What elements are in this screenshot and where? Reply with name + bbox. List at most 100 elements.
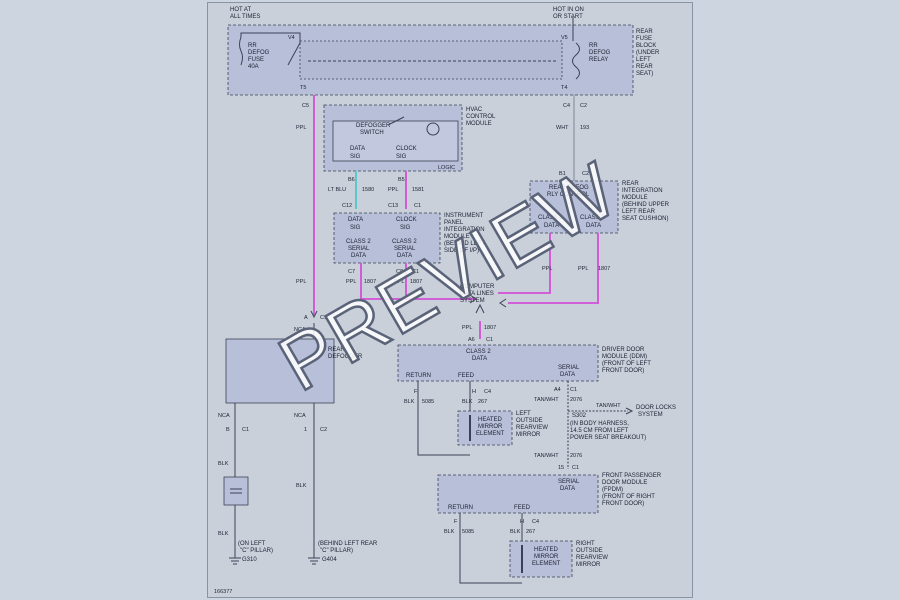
wire-1807-label-c: 1807 [598, 266, 610, 272]
c13-label: C13 [388, 203, 398, 209]
class2-label-b: CLASS 2 SERIAL DATA [392, 239, 418, 259]
relay-contact-area [299, 40, 563, 80]
ground-symbol-g310 [229, 557, 241, 565]
wire-2076-label-b: 2076 [570, 453, 582, 459]
rear-integration-module [529, 180, 619, 234]
v5-label: V5 [561, 35, 568, 41]
f-label-b: F [454, 519, 458, 525]
fuse-feed-wire [240, 32, 301, 43]
rear-defogger-label: REAR DEFOGGER [328, 347, 363, 360]
clock-sig-label-a: CLOCK SIG [396, 146, 418, 160]
g310-label: (ON LEFT "C" PILLAR) G310 [238, 541, 275, 563]
ppl-label-main: PPL [296, 279, 306, 285]
fpdm-label: FRONT PASSENGER DOOR MODULE (FPDM) (FRON… [602, 473, 663, 507]
ddm-return-wire [417, 381, 470, 456]
wire-1807-label-a: 1807 [364, 279, 376, 285]
c4-label: C4 [563, 103, 570, 109]
ipim-label: INSTRUMENT PANEL INTEGRATION MODULE (BEH… [444, 213, 487, 254]
wire-1580-label: 1580 [362, 187, 374, 193]
c1-label-g: C1 [242, 427, 249, 433]
tan-wht-label-a: TAN/WHT [534, 397, 559, 403]
wire-267-label-b: 267 [526, 529, 535, 535]
wire-193-label: 193 [580, 125, 589, 131]
ppl-label-f: PPL [578, 266, 588, 272]
computer-data-arrow-right [499, 298, 507, 308]
return-label-a: RETURN [406, 373, 431, 379]
relay-switch-arm [287, 42, 301, 66]
pin-1-label: 1 [304, 427, 307, 433]
rr-defog-relay-label: RR DEFOG RELAY [589, 43, 612, 63]
blk-label-d: BLK [296, 483, 307, 489]
c1-label-c: C1 [486, 337, 493, 343]
pin-15-label: 15 [558, 465, 564, 471]
left-heated-mirror-element [457, 410, 513, 446]
wire-5085-label-b: 5085 [462, 529, 474, 535]
ppl-label-a: PPL [296, 125, 306, 131]
ppl-label-e: PPL [542, 266, 552, 272]
c1-label-d: C1 [320, 315, 327, 321]
wiring-diagram-sheet: HOT AT ALL TIMES HOT IN ON OR START RR D… [207, 2, 693, 598]
blk-label-a: BLK [404, 399, 415, 405]
ppl-arrow [310, 310, 318, 319]
fpdm-return-wire [459, 513, 522, 584]
indicator-lamp-icon [426, 122, 440, 136]
c12-label: C12 [342, 203, 352, 209]
c4-label-b: C4 [532, 519, 539, 525]
class2-label-a: CLASS 2 SERIAL DATA [346, 239, 372, 259]
c4-label-a: C4 [484, 389, 491, 395]
h-label-a: H [472, 389, 476, 395]
g404-label: (BEHIND LEFT REAR "C" PILLAR) G404 [318, 541, 379, 563]
b-connector-label: B [226, 427, 230, 433]
class2-label-d: CLASS 2 DATA [580, 215, 606, 229]
relay-coil-icon [572, 42, 580, 80]
t5-label: T5 [300, 85, 306, 91]
c2-label-top: C2 [580, 103, 587, 109]
hvac-module-label: HVAC CONTROL MODULE [466, 107, 497, 127]
wire-1581-label: 1581 [412, 187, 424, 193]
wire-267-label-a: 267 [478, 399, 487, 405]
b1-label: B1 [559, 171, 566, 177]
feed-label-b: FEED [514, 505, 531, 511]
v4-label: V4 [288, 35, 295, 41]
blk-label-e: BLK [218, 531, 229, 537]
serial-data-label-b: SERIAL DATA [558, 479, 581, 492]
feed-label-a: FEED [458, 373, 475, 379]
c5-label: C5 [302, 103, 309, 109]
switch-contact-icon [387, 116, 405, 126]
ppl-wire-rim-a [498, 233, 551, 294]
driver-door-module [397, 344, 599, 382]
nca-label-2: NCA [218, 413, 230, 419]
c1-label-e: C1 [570, 387, 577, 393]
wire-5085-label-a: 5085 [422, 399, 434, 405]
left-mirror-element-label: HEATED MIRROR ELEMENT [476, 417, 505, 437]
rim-label: REAR INTEGRATION MODULE (BEHIND UPPER LE… [622, 181, 671, 222]
c2-label-b: C2 [582, 171, 589, 177]
capacitor-box [223, 476, 249, 506]
c7-label: C7 [348, 269, 355, 275]
a4-label: A4 [554, 387, 561, 393]
rear-defog-control-label: REAR DEFOG RLY CONTROL [547, 185, 590, 198]
f-label-a: F [414, 389, 418, 395]
front-passenger-door-module [437, 474, 599, 514]
door-locks-arrow [625, 407, 634, 415]
capacitor-icon [230, 488, 242, 494]
ppl-label-d: PPL [394, 279, 404, 285]
c1-label-a: C1 [414, 203, 421, 209]
ground-symbol-g404 [308, 557, 320, 565]
t4-label: T4 [561, 85, 567, 91]
return-label-b: RETURN [448, 505, 473, 511]
computer-data-arrow-up [475, 303, 485, 314]
c1-label-b: C1 [412, 269, 419, 275]
right-heated-mirror-element [509, 540, 573, 578]
logic-label: LOGIC [438, 165, 455, 171]
clock-sig-label-b: CLOCK SIG [396, 217, 418, 231]
tan-wht-label-c: TAN/WHT [534, 453, 559, 459]
class2-ddm-label: CLASS 2 DATA [466, 349, 492, 362]
rear-fuse-block-label: REAR FUSE BLOCK (UNDER LEFT REAR SEAT) [636, 29, 661, 77]
blk-label-f: BLK [444, 529, 455, 535]
figure-id-label: 166377 [214, 589, 232, 595]
hot-at-all-times-label: HOT AT ALL TIMES [230, 7, 260, 20]
b5-label: B5 [398, 177, 405, 183]
computer-data-lines-label: COMPUTER DATA LINES SYSTEM [460, 284, 496, 304]
a6-label: A6 [468, 337, 475, 343]
